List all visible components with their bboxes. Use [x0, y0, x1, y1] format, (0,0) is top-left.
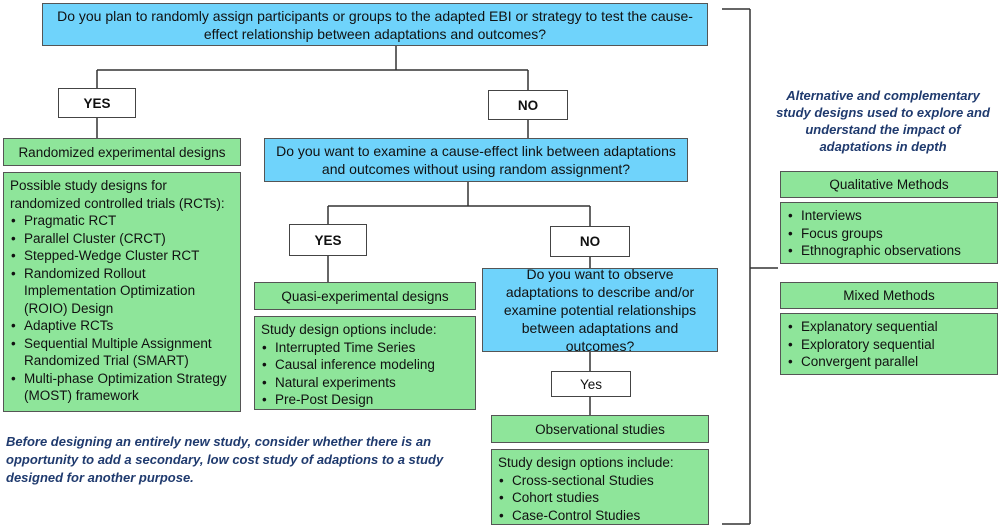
- question-random-assignment: Do you plan to randomly assign participa…: [42, 3, 708, 46]
- alternative-designs-note: Alternative and complementary study desi…: [776, 88, 990, 154]
- rct-item: Multi-phase Optimization Strategy (MOST)…: [11, 370, 234, 405]
- yes-label-2: YES: [289, 224, 367, 256]
- rct-item: Stepped-Wedge Cluster RCT: [11, 247, 234, 265]
- qualitative-header: Qualitative Methods: [780, 171, 998, 198]
- yes-label-1: YES: [58, 88, 136, 118]
- qualitative-item: Ethnographic observations: [788, 242, 991, 260]
- quasi-item: Causal inference modeling: [262, 356, 469, 374]
- secondary-study-note: Before designing an entirely new study, …: [6, 434, 444, 485]
- observational-intro: Study design options include:: [498, 455, 674, 470]
- rct-options: Possible study designs for randomized co…: [3, 172, 241, 412]
- mixed-item: Exploratory sequential: [788, 336, 991, 354]
- mixed-header: Mixed Methods: [780, 282, 998, 309]
- mixed-options: Explanatory sequential Exploratory seque…: [780, 313, 998, 375]
- mixed-item: Explanatory sequential: [788, 318, 991, 336]
- quasi-item: Pre-Post Design: [262, 391, 469, 409]
- mixed-item: Convergent parallel: [788, 353, 991, 371]
- rct-item: Randomized Rollout Implementation Optimi…: [11, 265, 234, 318]
- quasi-options: Study design options include: Interrupte…: [254, 316, 476, 410]
- rct-item: Sequential Multiple Assignment Randomize…: [11, 335, 234, 370]
- quasi-item: Natural experiments: [262, 374, 469, 392]
- observational-header: Observational studies: [491, 415, 709, 443]
- rct-intro: Possible study designs for randomized co…: [10, 178, 225, 211]
- observational-options: Study design options include: Cross-sect…: [491, 449, 709, 525]
- qualitative-item: Interviews: [788, 207, 991, 225]
- rct-item: Pragmatic RCT: [11, 212, 234, 230]
- no-label-1: NO: [488, 90, 568, 120]
- rct-header: Randomized experimental designs: [3, 138, 241, 166]
- qualitative-options: Interviews Focus groups Ethnographic obs…: [780, 202, 998, 264]
- rct-item: Parallel Cluster (CRCT): [11, 230, 234, 248]
- quasi-item: Interrupted Time Series: [262, 339, 469, 357]
- question-cause-effect-nonrandom: Do you want to examine a cause-effect li…: [264, 138, 688, 182]
- quasi-header: Quasi-experimental designs: [254, 282, 476, 310]
- rct-item: Adaptive RCTs: [11, 317, 234, 335]
- observational-item: Cross-sectional Studies: [499, 472, 702, 490]
- yes-label-3: Yes: [551, 371, 631, 397]
- quasi-intro: Study design options include:: [261, 322, 437, 337]
- no-label-2: NO: [550, 226, 630, 257]
- qualitative-item: Focus groups: [788, 225, 991, 243]
- observational-item: Cohort studies: [499, 489, 702, 507]
- question-observe-adaptations: Do you want to observe adaptations to de…: [482, 266, 718, 354]
- observational-item: Case-Control Studies: [499, 507, 702, 525]
